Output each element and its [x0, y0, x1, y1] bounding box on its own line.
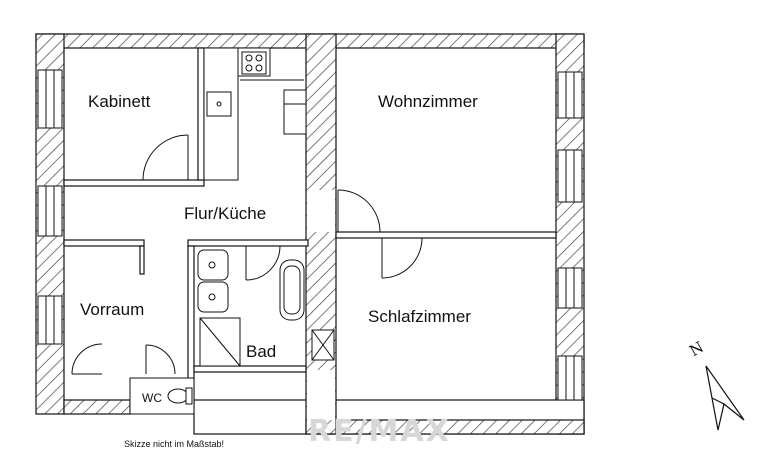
bathroom-fixtures	[197, 249, 335, 367]
doors	[71, 134, 423, 375]
room-label-kabinett: Kabinett	[88, 92, 151, 111]
windows-left	[37, 69, 63, 345]
watermark-logo: RE/MAX	[308, 414, 451, 449]
room-label-bad: Bad	[246, 342, 277, 361]
room-label-wc: WC	[142, 391, 162, 405]
wc-fixtures	[129, 377, 195, 415]
room-label-flur-kueche: Flur/Küche	[184, 204, 267, 223]
compass-arrow	[705, 365, 745, 431]
windows-right	[557, 71, 583, 401]
room-label-wohnzimmer: Wohnzimmer	[378, 92, 478, 111]
kitchen-counter	[203, 47, 307, 181]
room-label-schlafzimmer: Schlafzimmer	[368, 307, 471, 326]
scale-disclaimer: Skizze nicht im Maßstab!	[124, 439, 225, 449]
interior-walls	[63, 47, 557, 405]
room-label-vorraum: Vorraum	[80, 300, 145, 319]
